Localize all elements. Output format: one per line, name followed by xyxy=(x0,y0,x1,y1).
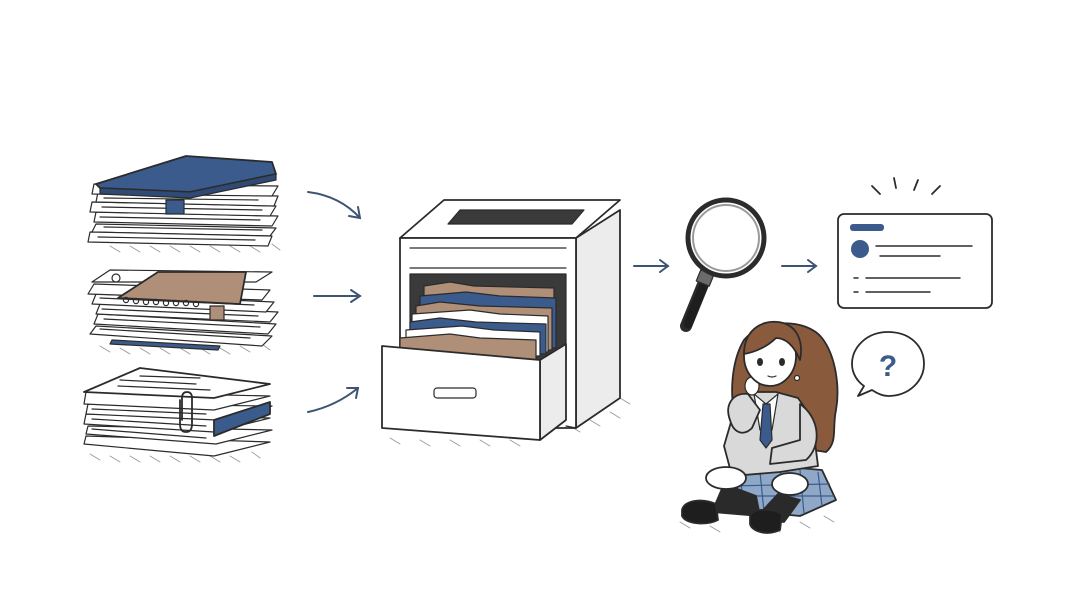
highlight-burst xyxy=(871,177,941,195)
arrow-from-notebook-stack xyxy=(313,289,362,303)
navy-binder-stack-icon xyxy=(87,155,281,253)
question-bubble-icon: ? xyxy=(851,331,925,397)
question-mark-text: ? xyxy=(879,350,897,383)
result-card-icon xyxy=(837,177,993,309)
notebook-stack-icon xyxy=(87,269,279,355)
arrow-to-magnifier xyxy=(633,259,670,273)
magnifying-glass-icon xyxy=(680,197,767,332)
arrow-from-binder-stack xyxy=(307,191,362,220)
arrow-from-document-stack xyxy=(307,387,360,413)
arrow-to-result-card xyxy=(781,259,818,273)
thinking-student-icon xyxy=(679,320,839,534)
filing-cabinet-icon xyxy=(381,199,631,447)
paperclip-document-stack-icon xyxy=(83,367,273,463)
